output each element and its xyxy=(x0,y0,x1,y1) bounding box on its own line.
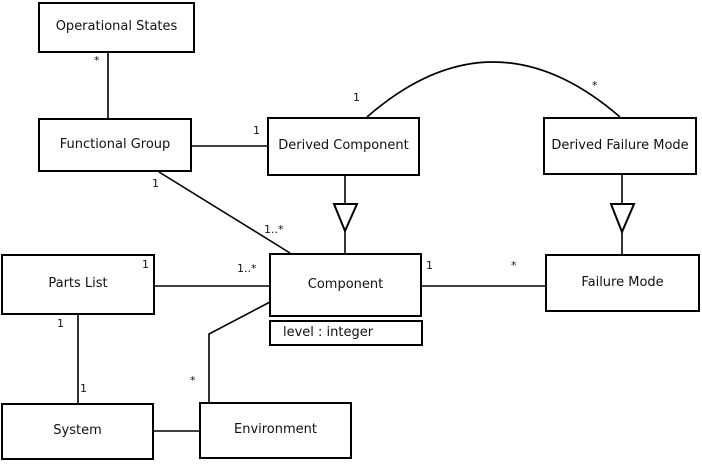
multiplicity-parts-list-end: 1 xyxy=(57,317,64,330)
class-label: Failure Mode xyxy=(581,274,664,290)
connector-component-environment xyxy=(208,301,271,402)
multiplicity-environment-end: * xyxy=(190,374,196,387)
class-component[interactable]: Component xyxy=(269,253,422,317)
class-label: Component xyxy=(307,276,384,292)
class-operational-states[interactable]: Operational States xyxy=(38,2,195,53)
multiplicity-component-end: 1 xyxy=(426,259,433,272)
class-label: Derived Component xyxy=(278,138,409,154)
class-label: Parts List xyxy=(48,276,108,292)
class-failure-mode[interactable]: Failure Mode xyxy=(545,254,700,312)
class-parts-list[interactable]: Parts List xyxy=(1,254,155,315)
class-functional-group[interactable]: Functional Group xyxy=(38,118,192,172)
multiplicity-functional-group-end: 1 xyxy=(152,177,159,190)
generalization-triangle-icon xyxy=(609,203,636,235)
class-label: Functional Group xyxy=(59,136,171,152)
multiplicity-curve-derived-component-end: 1 xyxy=(353,91,360,104)
connector-functional-group-component xyxy=(158,171,291,254)
multiplicity-failure-mode-end: * xyxy=(511,259,517,272)
connector-derived-component-derived-failure-mode-curve xyxy=(366,61,621,118)
class-label: Operational States xyxy=(55,19,178,35)
multiplicity-operational-states-end: * xyxy=(94,54,100,67)
multiplicity-curve-derived-failure-mode-end: * xyxy=(592,79,598,92)
class-derived-component[interactable]: Derived Component xyxy=(267,117,420,176)
class-label: Derived Failure Mode xyxy=(551,137,689,153)
multiplicity-system-end: 1 xyxy=(80,382,87,395)
multiplicity-derived-component-end: 1 xyxy=(253,124,260,137)
attribute-label: level : integer xyxy=(283,324,374,340)
class-system[interactable]: System xyxy=(1,403,154,460)
multiplicity-component-end: 1..* xyxy=(264,223,284,236)
class-label: System xyxy=(53,423,102,439)
class-component-attributes[interactable]: level : integer xyxy=(269,320,423,346)
class-label: Environment xyxy=(233,422,317,438)
multiplicity-component-end: 1..* xyxy=(237,262,257,275)
multiplicity-parts-list-end: 1 xyxy=(142,258,149,271)
class-environment[interactable]: Environment xyxy=(199,402,352,459)
class-derived-failure-mode[interactable]: Derived Failure Mode xyxy=(543,117,697,175)
generalization-triangle-icon xyxy=(332,203,359,234)
